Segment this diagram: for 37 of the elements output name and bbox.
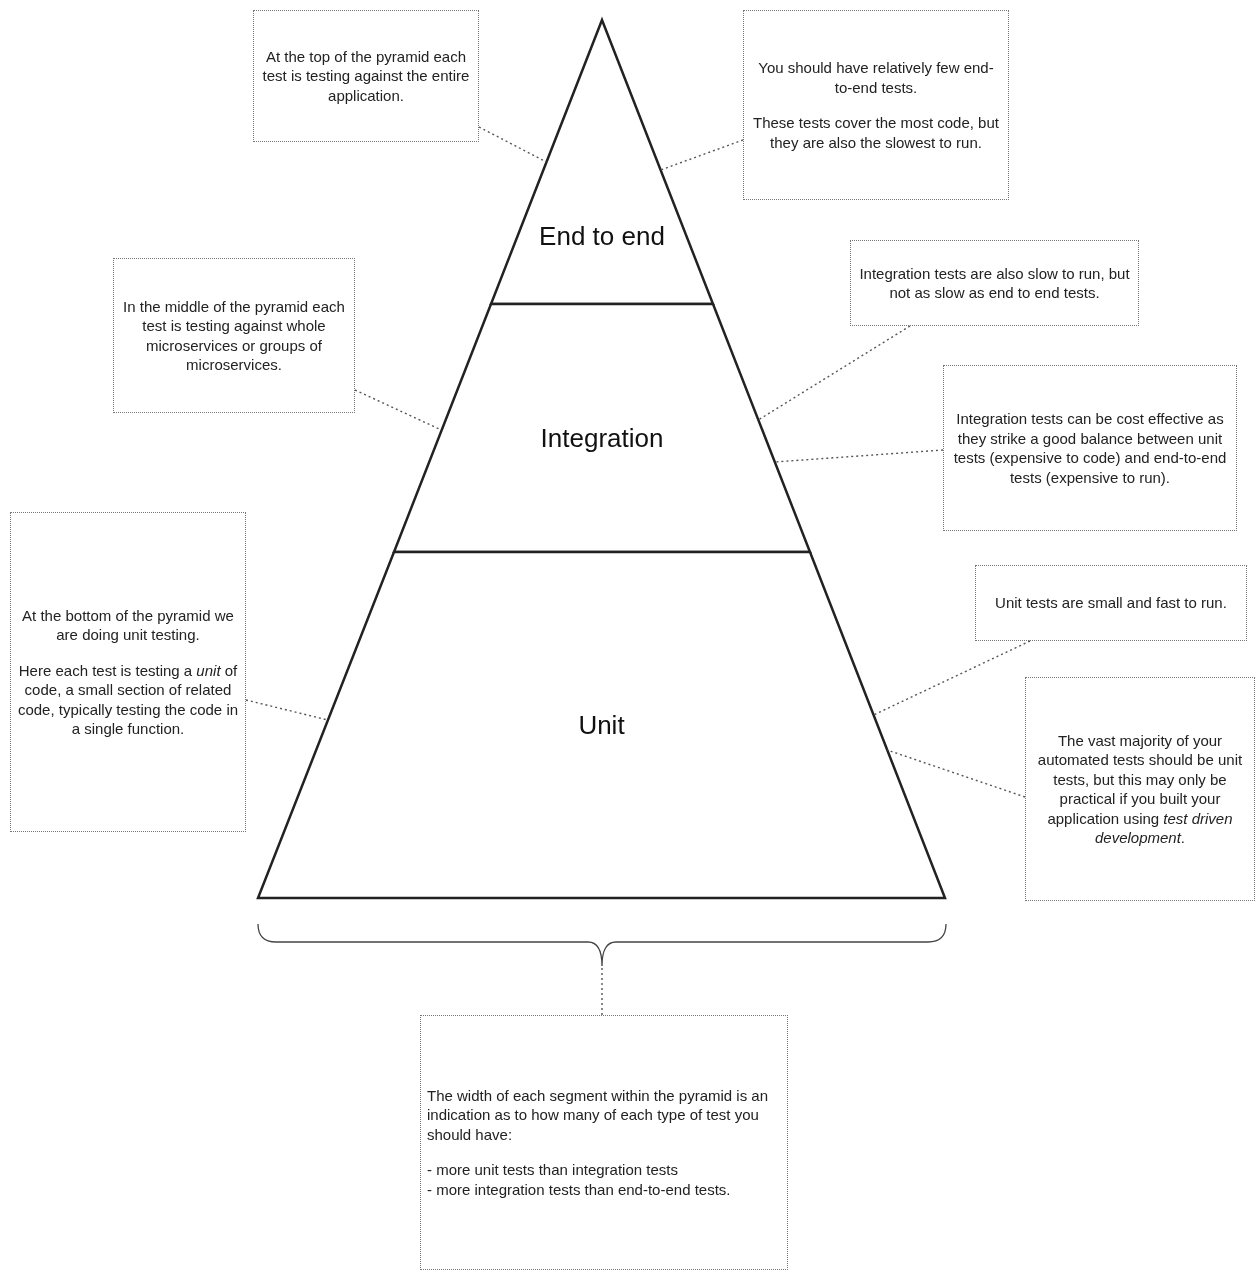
- leader-line: [659, 139, 744, 171]
- note-text: You should have relatively few end-to-end tests.: [757, 58, 995, 97]
- note-text: Integration tests can be cost effective as they strike a good balance between unit tests (expensive to code) and end-to-end tests (expensive to run).: [952, 409, 1228, 487]
- segment-label: End to end: [539, 219, 665, 253]
- note-text: Here each test is testing a unit of code, a small section of related code, typically testing the code in a single function.: [17, 660, 239, 739]
- note-box: [10, 512, 246, 832]
- note-text: The vast majority of your automated tests should be unit tests, but this may only be practical if you built your application using test driven development.: [1036, 730, 1244, 848]
- segment-label: Integration: [540, 421, 664, 455]
- leader-line: [601, 967, 603, 1016]
- pyramid-segment: [489, 16, 715, 306]
- note-box: [743, 10, 1009, 200]
- note-box: [420, 1015, 788, 1270]
- note-box: [943, 365, 1237, 531]
- note-box: [975, 565, 1247, 641]
- leader-line: [773, 449, 944, 463]
- leader-line: [872, 640, 1031, 716]
- note-text: These tests cover the most code, but they are also the slowest to run.: [752, 113, 1000, 152]
- curly-brace: [256, 922, 948, 968]
- note-text: - more integration tests than end-to-end tests.: [427, 1179, 732, 1200]
- note-text: - more unit tests than integration tests: [427, 1160, 679, 1180]
- leader-line: [478, 126, 548, 163]
- leader-line: [757, 325, 911, 421]
- note-text: At the top of the pyramid each test is testing against the entire application.: [261, 46, 471, 106]
- pyramid-segment: [392, 302, 812, 554]
- leader-line: [886, 749, 1026, 798]
- note-box: [253, 10, 479, 142]
- note-text: At the bottom of the pyramid we are doing unit testing.: [21, 605, 235, 645]
- note-box: [1025, 677, 1255, 901]
- segment-label: Unit: [578, 708, 625, 742]
- note-box: [113, 258, 355, 413]
- note-text: Integration tests are also slow to run, but not as slow as end to end tests.: [858, 263, 1131, 303]
- leader-line: [245, 699, 329, 721]
- note-text: The width of each segment within the pyramid is an indication as to how many of each type of test you should have:: [427, 1085, 769, 1145]
- leader-line: [354, 389, 443, 431]
- note-text: In the middle of the pyramid each test is testing against whole microservices or groups of microservices.: [122, 296, 346, 375]
- note-text: Unit tests are small and fast to run.: [994, 593, 1228, 613]
- note-box: [850, 240, 1139, 326]
